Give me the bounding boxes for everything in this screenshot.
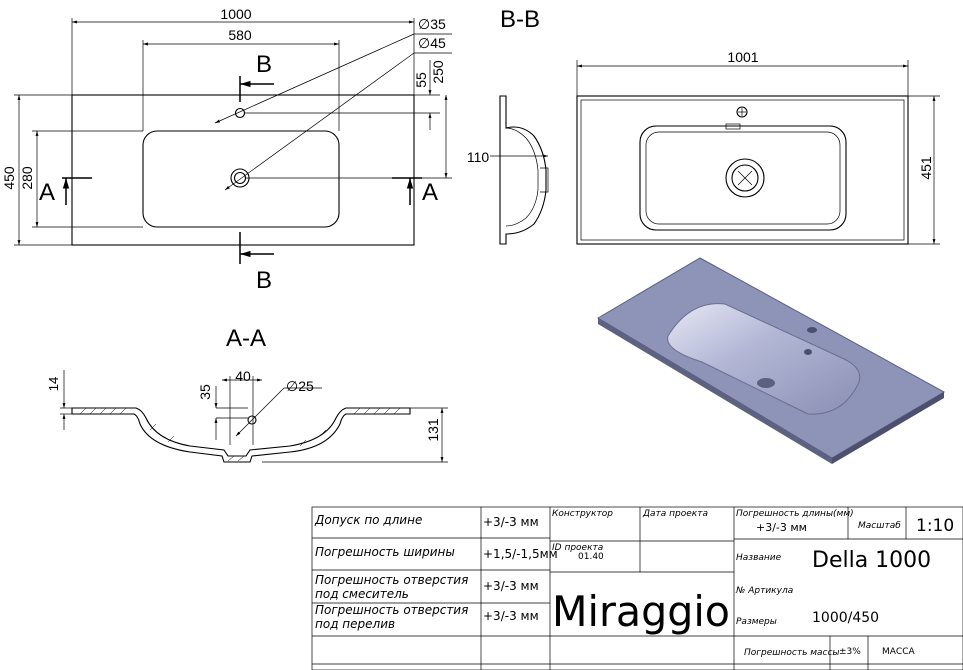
dim-250: 250 [430,60,446,84]
right-drain-outer [725,158,765,198]
dim-450: 450 [1,166,17,190]
dim-hole-35: ∅35 [418,16,446,32]
dim-14: 14 [46,377,61,391]
section-bb: B-B 110 [467,6,549,245]
dim-35-aa: 35 [197,384,213,400]
row-3-label: Погрешность отверстия под смеситель [315,573,472,601]
cut-a-left: A [39,179,55,206]
size-label: Размеры [736,617,777,627]
row-3-label-line2: под смеситель [315,587,409,601]
dim-1001: 1001 [727,49,758,65]
dim-40: 40 [235,368,251,384]
bb-title: B-B [500,6,540,33]
cut-b-top: B [256,51,272,78]
dim-1000: 1000 [220,6,251,22]
right-mixer-hole [736,106,748,118]
project-id: 01.40 [578,552,604,562]
brand-logo: Miraggio [552,587,730,636]
right-bowl [639,125,847,231]
bb-drain [540,167,549,193]
aa-title: A-A [226,325,266,352]
right-outline-inner [580,99,905,241]
dim-55: 55 [413,72,429,88]
bb-profile-inner [505,127,539,227]
title-block: Допуск по длине +3/-3 мм Погрешность шир… [311,506,963,670]
dim-131: 131 [425,418,441,442]
mass-error-value: ±3% [839,647,861,657]
product-name: Della 1000 [812,548,931,573]
scale-label: Масштаб [858,521,901,531]
row-2-label: Погрешность ширины [315,545,455,559]
dim-hole-25: ∅25 [286,378,314,394]
aa-hatch [79,407,401,462]
section-aa: A-A 14 40 35 ∅25 131 [46,325,448,463]
leader-45 [224,52,415,191]
article-label: № Артикула [735,586,793,596]
aa-overflow-hole [247,415,257,425]
date-label: Дата проекта [642,509,708,519]
mass-error-label: Погрешность массы [744,648,840,658]
mass-label: МАССА [882,647,915,657]
plan-view-right: 1001 451 [576,49,940,245]
dim-580: 580 [228,27,252,43]
row-3-value: +3/-3 мм [483,579,539,593]
row-4-label-line2: под перелив [315,617,395,631]
length-error-value: +3/-3 мм [756,521,807,534]
row-4-label-line1: Погрешность отверстия [315,603,468,617]
designer-label: Конструктор [552,509,613,519]
row-4-label: Погрешность отверстия под перелив [315,603,472,631]
plan-view: 1000 580 ∅35 ∅45 55 250 450 280 A [1,6,452,294]
dim-451: 451 [918,156,934,180]
dim-110: 110 [467,149,490,165]
name-label: Название [736,553,782,563]
leader-35 [214,33,415,124]
row-2-value: +1,5/-1,5мм [483,547,558,561]
scale-value: 1:10 [916,516,954,536]
dim-280: 280 [19,166,35,190]
right-overflow [725,123,741,130]
aa-profile [71,407,411,463]
cut-b-bottom: B [256,267,272,294]
right-drain-inner [731,164,759,192]
dim-hole-45: ∅45 [418,35,446,51]
cut-a-right: A [422,179,438,206]
size-value: 1000/450 [812,610,879,626]
plan-bowl [142,130,340,228]
length-error-label: Погрешность длины(мм) [736,509,854,519]
row-3-label-line1: Погрешность отверстия [315,573,468,587]
bb-profile-outer [499,95,547,245]
sink-3d-render [597,257,946,464]
row-4-value: +3/-3 мм [483,609,539,623]
right-outline [576,95,909,245]
plan-outline [71,94,415,246]
drain-inner [233,171,247,185]
row-1-label: Допуск по длине [314,513,422,527]
row-1-value: +3/-3 мм [483,515,539,529]
right-bowl-inner [645,131,841,225]
project-id-label: ID проекта [552,543,603,553]
